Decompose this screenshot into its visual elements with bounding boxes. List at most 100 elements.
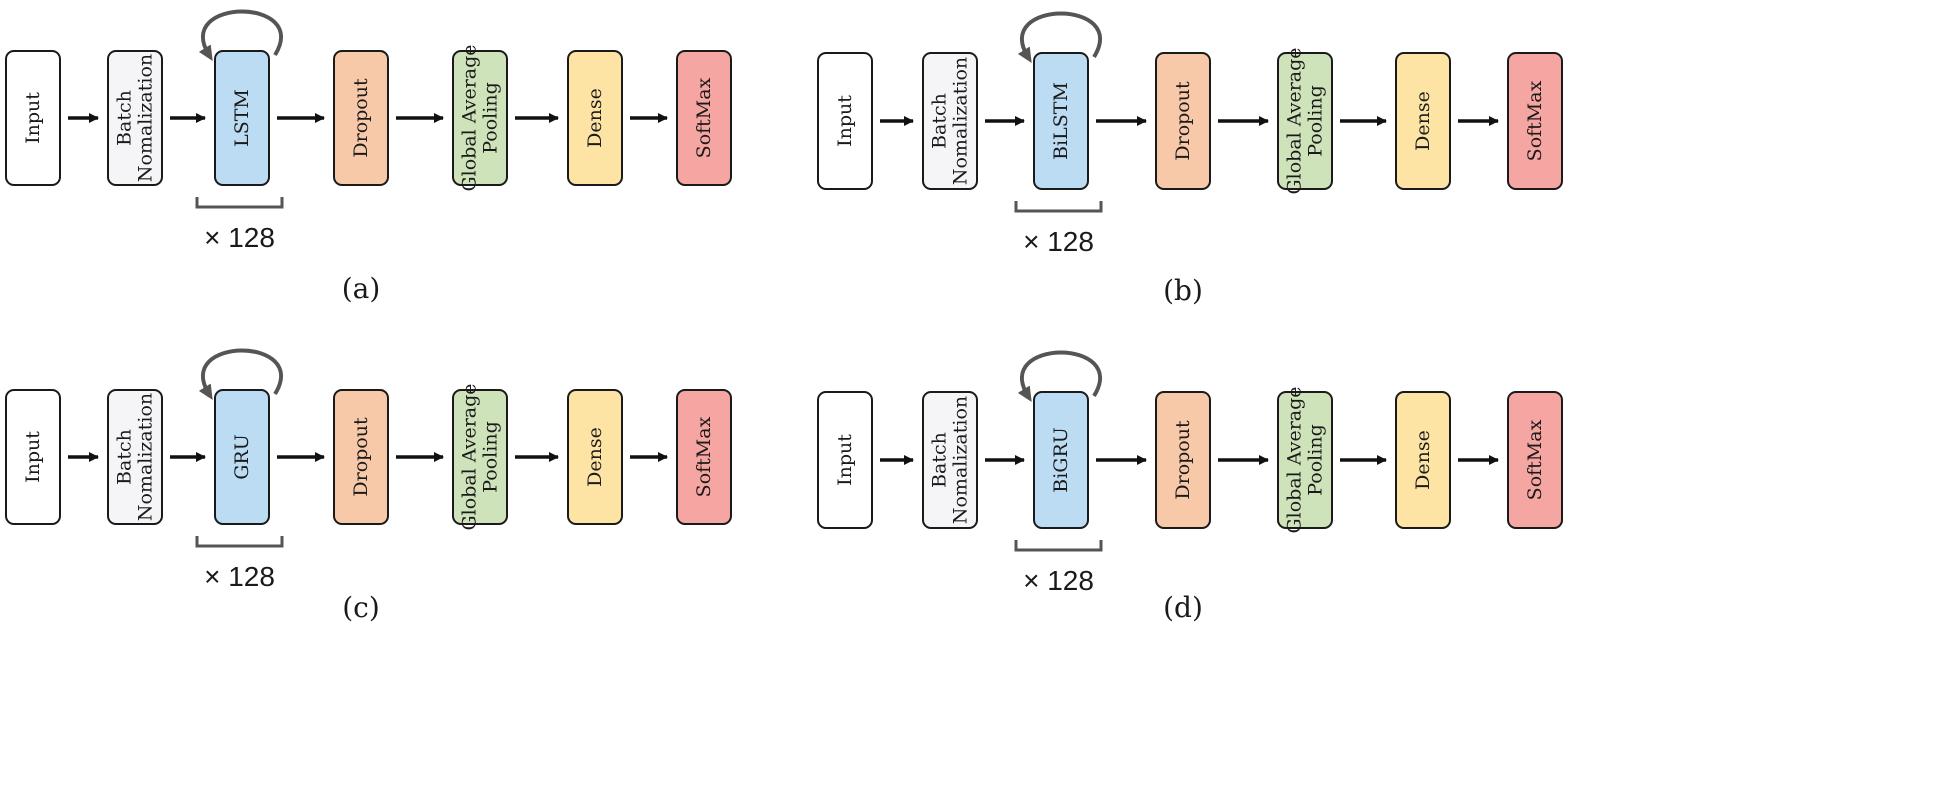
block-recurrent: GRU [214,389,270,525]
panel-a: Input BatchNomalization LSTM Dropout Global … [5,9,732,305]
block-label: Input [834,95,856,147]
block-label-line: Global Average [459,44,481,191]
block-dropout: Dropout [333,389,389,525]
block-label: BiLSTM [1050,82,1072,160]
block-label-line: Pooling [1305,424,1327,495]
repeat-bracket-icon [195,536,284,548]
block-box [1507,52,1563,190]
block-label: SoftMax [1524,80,1546,161]
block-box [333,50,389,186]
block-label: SoftMax [693,416,715,497]
block-box [676,50,732,186]
block-label-line: Dropout [1172,81,1194,161]
block-label-line: Pooling [480,82,502,153]
repeat-count-label: × 128 [204,222,275,253]
block-label: Input [834,434,856,486]
block-label-line: SoftMax [693,416,715,497]
recurrent-loop-arrow-icon [1017,350,1103,402]
block-input: Input [817,52,873,190]
block-batch-norm: BatchNomalization [107,50,163,186]
block-label: Global AveragePooling [459,383,502,530]
block-softmax: SoftMax [1507,391,1563,529]
block-box [5,50,61,186]
block-label-line: Input [22,92,44,144]
block-label-line: Nomalization [950,396,972,524]
block-box [1395,391,1451,529]
block-dropout: Dropout [1155,52,1211,190]
block-label-line: Input [834,95,856,147]
repeat-bracket-icon [195,197,284,209]
block-label: BatchNomalization [114,393,157,521]
recurrent-loop-arrow-icon [1017,11,1103,63]
block-box [1033,52,1089,190]
block-label-line: Dense [584,427,606,487]
block-label-line: Batch [929,432,951,488]
block-label: BatchNomalization [929,396,972,524]
block-label-line: GRU [231,434,253,480]
block-label-line: Pooling [1305,85,1327,156]
block-label-line: Dropout [350,78,372,158]
block-box [5,389,61,525]
block-label: Global AveragePooling [459,44,502,191]
block-recurrent: BiLSTM [1033,52,1089,190]
block-box [1277,52,1333,190]
block-pooling: Global AveragePooling [452,383,508,531]
block-softmax: SoftMax [676,50,732,186]
block-label-line: Nomalization [950,57,972,185]
block-label-line: LSTM [231,89,253,147]
block-box [107,389,163,525]
block-label-line: Global Average [459,383,481,530]
panel-d: Input BatchNomalization BiGRU Dropout Global… [817,350,1563,624]
block-pooling: Global AveragePooling [1277,386,1333,534]
block-box [214,389,270,525]
block-label-line: SoftMax [693,77,715,158]
block-input: Input [817,391,873,529]
block-label-line: Dense [1412,91,1434,151]
block-label: SoftMax [693,77,715,158]
block-box [452,389,508,525]
block-label: BiGRU [1050,427,1072,493]
block-box [567,389,623,525]
block-label: Dropout [350,78,372,158]
block-label: BatchNomalization [114,54,157,182]
block-box [1395,52,1451,190]
recurrent-loop-arrow-icon [198,348,284,400]
block-label: Global AveragePooling [1284,386,1327,533]
repeat-bracket-icon [1014,540,1103,552]
block-softmax: SoftMax [1507,52,1563,190]
block-label-line: BiGRU [1050,427,1072,493]
repeat-count-label: × 128 [1023,565,1094,596]
block-box [1155,391,1211,529]
block-label-line: Dropout [350,417,372,497]
block-label-line: Input [22,431,44,483]
panel-caption: (a) [342,272,381,305]
block-softmax: SoftMax [676,389,732,525]
block-label: Dense [1412,91,1434,151]
block-input: Input [5,389,61,525]
block-label: Dropout [1172,81,1194,161]
block-label-line: Dense [584,88,606,148]
block-box [1033,391,1089,529]
block-label-line: Dropout [1172,420,1194,500]
block-batch-norm: BatchNomalization [922,391,978,529]
block-recurrent: BiGRU [1033,391,1089,529]
block-label-line: Nomalization [135,393,157,521]
block-label-line: Batch [929,93,951,149]
block-box [922,52,978,190]
block-label: Input [22,431,44,483]
block-batch-norm: BatchNomalization [107,389,163,525]
block-dense: Dense [1395,52,1451,190]
repeat-count-label: × 128 [1023,226,1094,257]
block-box [1277,391,1333,529]
block-label-line: Global Average [1284,386,1306,533]
block-label: Dropout [1172,420,1194,500]
block-box [817,391,873,529]
block-label-line: Nomalization [135,54,157,182]
block-box [333,389,389,525]
block-box [1507,391,1563,529]
block-box [452,50,508,186]
block-recurrent: LSTM [214,50,270,186]
block-box [676,389,732,525]
